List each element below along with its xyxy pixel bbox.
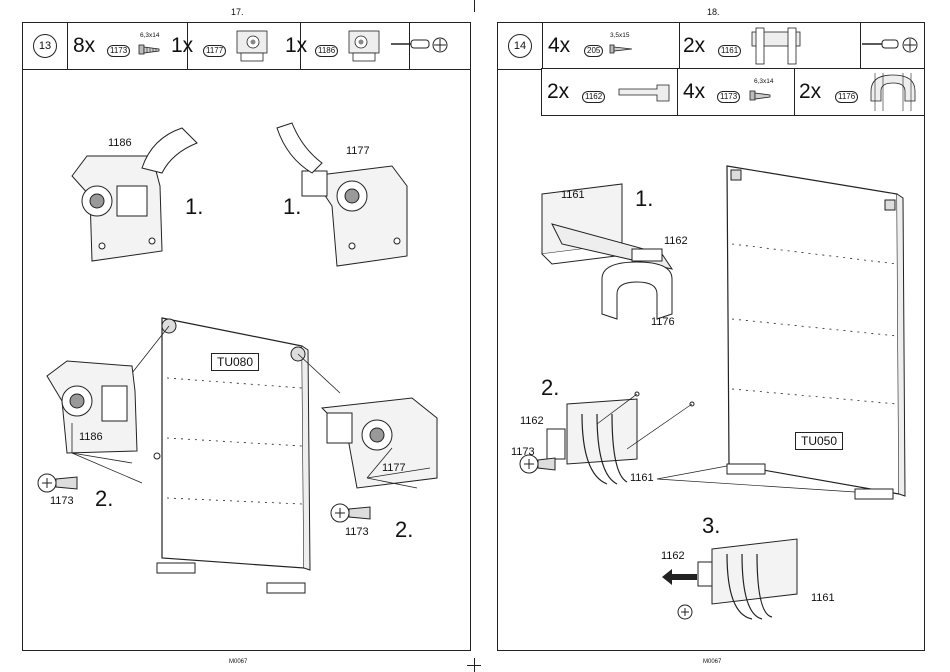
panel-label-tu080: TU080	[211, 353, 259, 371]
right-parts-header-row1: 14 4x 205 3,5x15 2x 1161	[497, 22, 925, 70]
part-code-205: 205	[584, 45, 603, 57]
screw-1173-left	[38, 474, 77, 492]
screwdriver-icon	[862, 37, 900, 53]
label-1161-c: 1161	[811, 592, 835, 604]
clip-1162-thumb	[617, 81, 673, 105]
screw-1173-right	[331, 504, 370, 522]
right-footer-code: M0067	[703, 659, 721, 665]
step-3: 3.	[702, 513, 720, 539]
part-code-1173: 1173	[107, 45, 130, 57]
arrow-left-icon	[662, 569, 697, 585]
label-1161-b: 1161	[630, 472, 654, 484]
part-code-1161: 1161	[718, 45, 741, 57]
label-1186-bottom: 1186	[79, 431, 103, 443]
size-1173: 6,3x14	[140, 32, 160, 39]
size-205: 3,5x15	[610, 32, 630, 39]
part-code-1186: 1186	[315, 45, 338, 57]
step-1: 1.	[635, 186, 653, 212]
step-number-13: 13	[33, 34, 57, 58]
label-1162-a: 1162	[664, 235, 688, 247]
part-code-1176: 1176	[835, 91, 858, 103]
step-2: 2.	[541, 375, 559, 401]
label-1173: 1173	[511, 446, 535, 458]
label-1173-left: 1173	[50, 495, 74, 507]
qty-1173: 8x	[73, 34, 95, 58]
screw-icon	[610, 43, 634, 55]
step-1a: 1.	[185, 194, 203, 220]
label-1162-c: 1162	[661, 550, 685, 562]
label-1162-b: 1162	[520, 415, 544, 427]
label-1176: 1176	[651, 316, 675, 328]
size-1173-r: 6,3x14	[754, 78, 774, 85]
step-1b: 1.	[283, 194, 301, 220]
phillips-head-icon	[901, 36, 919, 54]
screw-icon	[139, 43, 161, 57]
step-number-14: 14	[508, 34, 532, 58]
screw-step3	[678, 605, 692, 619]
screwdriver-icon	[391, 37, 431, 53]
step-2b: 2.	[395, 517, 413, 543]
label-1161-a: 1161	[561, 189, 585, 201]
right-page-number: 18.	[707, 7, 720, 17]
left-parts-header: 13 8x 1173 6,3x14 1x 1177 1x 1186	[22, 22, 471, 70]
qty-1161: 2x	[683, 34, 705, 58]
qty-1173-r: 4x	[683, 80, 705, 104]
roller-1177-thumb	[233, 27, 273, 65]
hand-icon	[142, 128, 197, 173]
qty-205: 4x	[548, 34, 570, 58]
label-1186-top: 1186	[108, 137, 132, 149]
part-code-1177: 1177	[203, 45, 226, 57]
guide-1176-thumb	[867, 71, 919, 113]
step-2a: 2.	[95, 486, 113, 512]
left-page-number: 17.	[231, 7, 244, 17]
right-parts-header-row2: 2x 1162 4x 1173 6,3x14 2x 1176	[541, 68, 925, 116]
qty-1186: 1x	[285, 34, 307, 58]
panel-label-tu050: TU050	[795, 432, 843, 450]
qty-1177: 1x	[171, 34, 193, 58]
part-code-1162: 1162	[582, 91, 605, 103]
phillips-head-icon	[431, 36, 449, 54]
screw-icon	[750, 89, 772, 103]
part-code-1173-r: 1173	[717, 91, 740, 103]
crop-mark-top	[474, 0, 475, 12]
bracket-1161-thumb	[748, 26, 804, 66]
qty-1162: 2x	[547, 80, 569, 104]
qty-1176: 2x	[799, 80, 821, 104]
label-1177-bottom: 1177	[382, 462, 406, 474]
label-1177-top: 1177	[346, 145, 370, 157]
left-footer-code: M0067	[229, 659, 247, 665]
roller-1186-thumb	[345, 27, 385, 65]
label-1173-right: 1173	[345, 526, 369, 538]
